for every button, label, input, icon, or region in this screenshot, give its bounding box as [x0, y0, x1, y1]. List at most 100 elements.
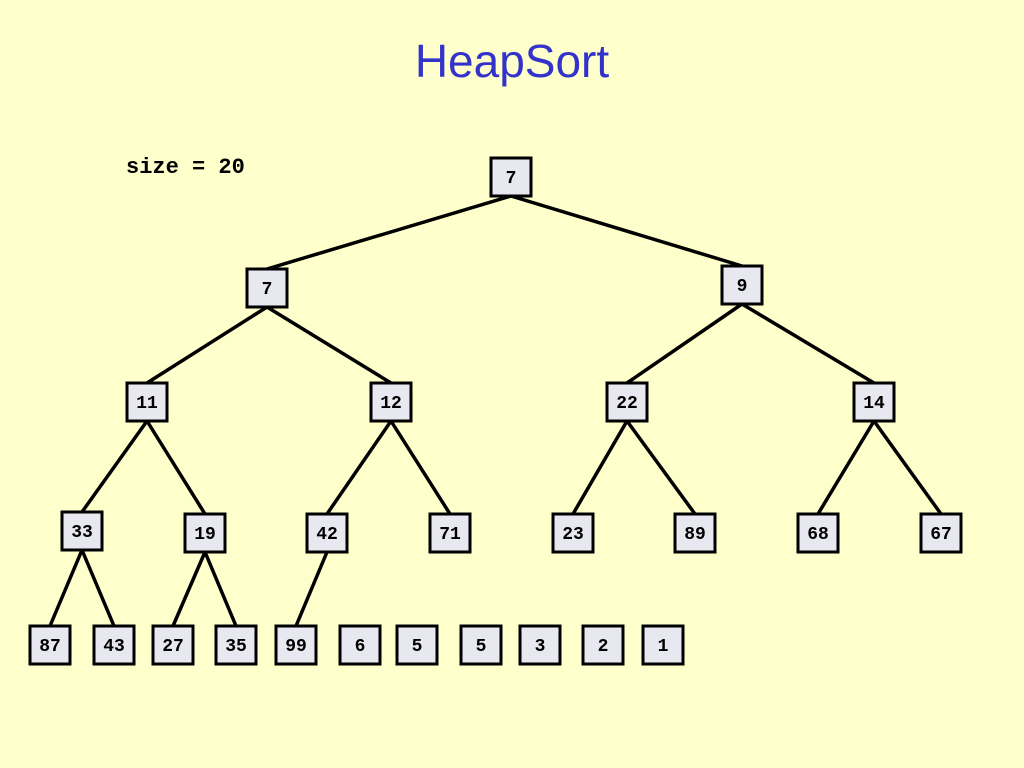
tree-edge-n2-n5	[626, 302, 743, 385]
heap-node-box	[919, 512, 963, 554]
heap-node-box	[489, 156, 533, 198]
heap-node-value: 11	[136, 394, 158, 414]
heap-node-value: 43	[103, 637, 125, 657]
tree-edge-n6-n14	[872, 419, 943, 516]
heap-node-value: 14	[863, 394, 885, 414]
sorted-node-value: 2	[598, 637, 609, 657]
tree-edge-n9-n19	[294, 551, 329, 627]
heap-node-value: 27	[162, 637, 184, 657]
heap-node-value: 22	[616, 394, 638, 414]
tree-edge-n2-n6	[741, 302, 875, 385]
tree-edge-n1-n3	[146, 305, 268, 385]
heap-node-box	[852, 381, 896, 423]
heap-node-n4: 12	[369, 381, 413, 423]
sorted-node-box	[338, 624, 382, 666]
heap-node-box	[720, 264, 764, 306]
heap-node-box	[92, 624, 136, 666]
tree-edge-n3-n8	[145, 420, 207, 515]
heap-node-n9: 42	[305, 512, 349, 554]
sorted-node-s0: 6	[338, 624, 382, 666]
sorted-node-value: 3	[535, 637, 546, 657]
heap-node-value: 19	[194, 525, 216, 545]
sorted-node-box	[641, 624, 685, 666]
heap-node-box	[673, 512, 717, 554]
heap-node-box	[214, 624, 258, 666]
sorted-node-box	[459, 624, 503, 666]
sorted-node-s1: 5	[395, 624, 439, 666]
heap-node-value: 23	[562, 525, 584, 545]
heap-node-value: 9	[737, 277, 748, 297]
sorted-node-s3: 3	[518, 624, 562, 666]
heap-node-box	[183, 512, 227, 554]
tree-edge-n0-n2	[510, 194, 743, 268]
heap-node-box	[60, 510, 104, 552]
heap-node-value: 87	[39, 637, 61, 657]
heap-node-value: 35	[225, 637, 247, 657]
heap-node-value: 89	[684, 525, 706, 545]
tree-edge-n3-n7	[80, 419, 149, 514]
heap-node-value: 67	[930, 525, 952, 545]
heap-node-box	[605, 381, 649, 423]
tree-edge-n7-n16	[80, 549, 116, 627]
heap-node-n18: 35	[214, 624, 258, 666]
heap-node-value: 7	[506, 169, 517, 189]
tree-edge-n8-n17	[171, 551, 207, 627]
heap-node-value: 12	[380, 394, 402, 414]
tree-edge-n4-n10	[389, 420, 452, 515]
heap-node-value: 68	[807, 525, 829, 545]
heap-node-box	[428, 512, 472, 554]
heap-node-box	[28, 624, 72, 666]
heap-node-n15: 87	[28, 624, 72, 666]
tree-edge-n4-n9	[325, 420, 393, 515]
sorted-node-value: 1	[658, 637, 669, 657]
heap-node-n14: 67	[919, 512, 963, 554]
heap-node-n3: 11	[125, 381, 169, 423]
heap-node-n2: 9	[720, 264, 764, 306]
heap-node-box	[125, 381, 169, 423]
heap-node-n13: 68	[796, 512, 840, 554]
heap-node-n17: 27	[151, 624, 195, 666]
heap-node-value: 99	[285, 637, 307, 657]
heap-node-box	[369, 381, 413, 423]
heap-node-box	[305, 512, 349, 554]
heap-node-box	[245, 267, 289, 309]
heap-node-box	[274, 624, 318, 666]
tree-edge-n1-n4	[266, 305, 392, 385]
tree-edge-n5-n11	[571, 420, 629, 515]
tree-edge-n7-n15	[48, 549, 84, 627]
sorted-node-box	[581, 624, 625, 666]
heap-node-box	[151, 624, 195, 666]
heap-node-n12: 89	[673, 512, 717, 554]
tree-edge-n0-n1	[266, 194, 512, 271]
heap-node-value: 42	[316, 525, 338, 545]
sorted-node-value: 5	[412, 637, 423, 657]
heap-node-n0: 7	[489, 156, 533, 198]
slide-title: HeapSort	[414, 35, 610, 87]
tree-edge-n5-n12	[625, 419, 697, 516]
tree-edge-n8-n18	[203, 551, 238, 627]
heap-node-value: 71	[439, 525, 461, 545]
heap-node-n11: 23	[551, 512, 595, 554]
sorted-node-value: 5	[476, 637, 487, 657]
heap-node-n16: 43	[92, 624, 136, 666]
heap-node-n1: 7	[245, 267, 289, 309]
tree-edge-n6-n13	[816, 420, 876, 515]
heap-node-box	[551, 512, 595, 554]
sorted-node-box	[518, 624, 562, 666]
heap-node-n10: 71	[428, 512, 472, 554]
heap-node-value: 33	[71, 523, 93, 543]
sorted-node-box	[395, 624, 439, 666]
heap-node-n8: 19	[183, 512, 227, 554]
size-label: size = 20	[126, 155, 245, 180]
heap-node-n6: 14	[852, 381, 896, 423]
sorted-node-s4: 2	[581, 624, 625, 666]
heap-node-box	[796, 512, 840, 554]
heap-node-n5: 22	[605, 381, 649, 423]
sorted-node-value: 6	[355, 637, 366, 657]
heap-node-value: 7	[262, 280, 273, 300]
heap-node-n19: 99	[274, 624, 318, 666]
sorted-node-s2: 5	[459, 624, 503, 666]
sorted-node-s5: 1	[641, 624, 685, 666]
